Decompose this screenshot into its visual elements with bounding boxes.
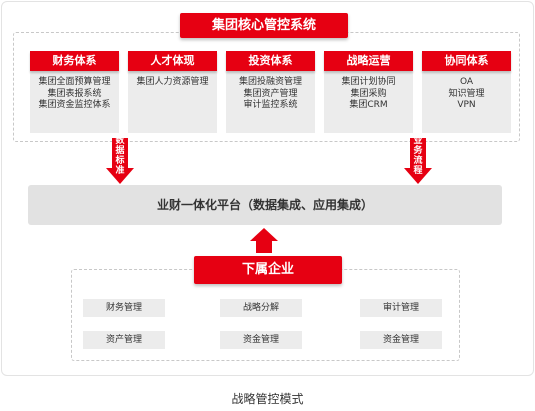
module-item: 集团人力资源管理 — [136, 77, 209, 87]
subsidiary-item: 资金管理 — [220, 331, 302, 349]
arrow-head — [106, 168, 134, 184]
module-item: 集团计划协同 — [341, 77, 396, 87]
arrow-head — [404, 168, 432, 184]
module-item: VPN — [457, 100, 476, 110]
module-talent: 人才体现 集团人力资源管理 — [128, 51, 217, 133]
module-strategy: 战略运营 集团计划协同 集团采购 集团CRM — [324, 51, 413, 133]
module-title: 投资体系 — [226, 51, 315, 71]
module-item: 审计监控系统 — [243, 100, 298, 110]
module-item: 集团采购 — [350, 88, 387, 99]
module-item: 集团全面预算管理 — [38, 77, 111, 87]
module-item: 集团投融资管理 — [238, 77, 302, 87]
subsidiary-item: 资产管理 — [83, 331, 165, 349]
module-investment: 投资体系 集团投融资管理 集团资产管理 审计监控系统 — [226, 51, 315, 133]
module-item: 集团表报系统 — [47, 88, 102, 99]
integration-platform: 业财一体化平台（数据集成、应用集成） — [28, 185, 502, 225]
module-finance: 财务体系 集团全面预算管理 集团表报系统 集团资金监控体系 — [30, 51, 119, 133]
module-item: 知识管理 — [448, 88, 485, 99]
module-title: 战略运营 — [324, 51, 413, 71]
business-process-label: 业务流程 — [413, 136, 423, 176]
module-item: 集团CRM — [349, 100, 388, 110]
arrow-shaft — [112, 138, 128, 170]
subsidiary-item: 审计管理 — [360, 299, 442, 317]
module-item: 集团资产管理 — [243, 88, 298, 99]
core-system-title: 集团核心管控系统 — [180, 13, 348, 38]
arrow-head — [250, 228, 278, 241]
up-arrow — [250, 228, 278, 254]
subsidiary-item: 资金管理 — [360, 331, 442, 349]
arrow-shaft — [256, 241, 272, 253]
subsidiary-title: 下属企业 — [194, 256, 342, 284]
data-standard-label: 数据标准 — [115, 136, 125, 176]
module-title: 财务体系 — [30, 51, 119, 71]
data-standard-arrow: 数据标准 — [104, 136, 136, 186]
business-process-arrow: 业务流程 — [402, 136, 434, 186]
module-title: 人才体现 — [128, 51, 217, 71]
module-item: 集团资金监控体系 — [38, 100, 111, 110]
subsidiary-item: 战略分解 — [220, 299, 302, 317]
arrow-shaft — [410, 138, 426, 170]
module-title: 协同体系 — [422, 51, 511, 71]
module-item: OA — [459, 77, 474, 87]
figure-caption: 战略管控模式 — [231, 392, 304, 406]
module-collaboration: 协同体系 OA 知识管理 VPN — [422, 51, 511, 133]
subsidiary-item: 财务管理 — [83, 299, 165, 317]
